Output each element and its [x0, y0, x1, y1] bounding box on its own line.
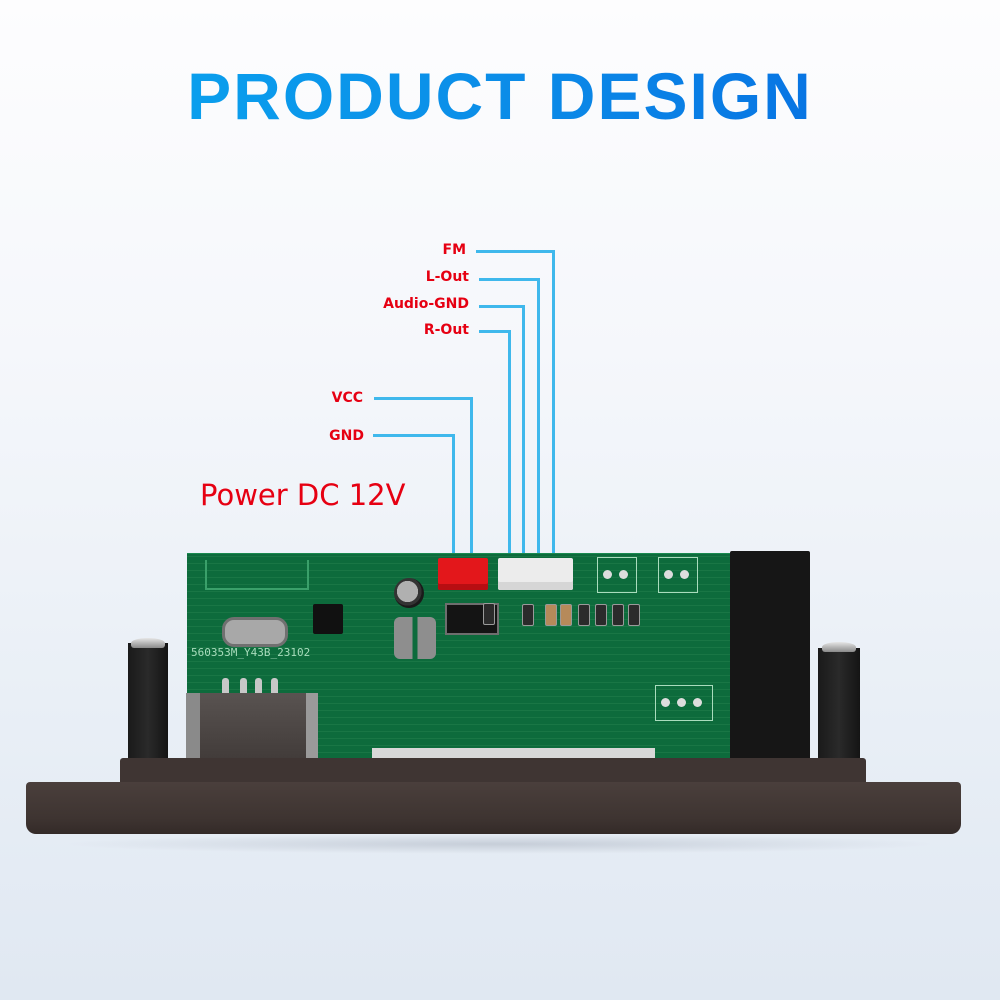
- leader-line-gnd-h: [373, 434, 455, 437]
- front-panel-top: [120, 758, 866, 786]
- audio-connector-white: [498, 558, 573, 590]
- usb-pin: [271, 678, 278, 696]
- leader-line-vcc-h: [374, 397, 473, 400]
- label-vcc: VCC: [331, 390, 363, 406]
- leader-line-l-out-v: [537, 278, 540, 568]
- speaker-pad-1: [597, 557, 637, 593]
- page-title: PRODUCT DESIGN: [0, 58, 1000, 134]
- smd-component: [522, 604, 534, 626]
- bluetooth-antenna-trace: [205, 560, 309, 590]
- bluetooth-chip: [313, 604, 343, 634]
- front-panel-bezel: [26, 782, 961, 834]
- label-fm: FM: [442, 242, 467, 258]
- leader-line-audio-gnd-v: [522, 305, 525, 568]
- label-r-out: R-Out: [423, 322, 469, 338]
- screw-right-icon: [822, 642, 856, 652]
- smd-component: [545, 604, 557, 626]
- usb-pin: [255, 678, 262, 696]
- leader-line-fm-v: [552, 250, 555, 568]
- label-gnd: GND: [329, 428, 364, 444]
- smd-component: [595, 604, 607, 626]
- leader-line-gnd-v: [452, 434, 455, 568]
- leader-line-r-out-v: [508, 330, 511, 568]
- product-shadow: [60, 834, 940, 854]
- smd-component: [483, 603, 495, 625]
- mounting-post-right: [818, 648, 860, 762]
- electrolytic-capacitor: [394, 578, 424, 608]
- leader-line-audio-gnd-h: [479, 305, 525, 308]
- leader-line-r-out-h: [479, 330, 511, 333]
- usb-pin: [240, 678, 247, 696]
- smd-component: [612, 604, 624, 626]
- label-l-out: L-Out: [425, 269, 469, 285]
- smd-component: [578, 604, 590, 626]
- sd-card-slot: [372, 748, 655, 760]
- smd-component: [560, 604, 572, 626]
- power-connector-red: [438, 558, 488, 590]
- smd-component: [628, 604, 640, 626]
- leader-line-vcc-v: [470, 397, 473, 568]
- mounting-post-left: [128, 643, 168, 761]
- usb-pin: [222, 678, 229, 696]
- speaker-pad-2: [658, 557, 698, 593]
- inductor: [394, 617, 436, 659]
- usb-port: [186, 693, 318, 770]
- power-caption: Power DC 12V: [200, 478, 406, 512]
- screw-left-icon: [131, 638, 165, 648]
- leader-line-l-out-h: [479, 278, 540, 281]
- ir-pad: [655, 685, 713, 721]
- pcb-silkscreen: 560353M_Y43B_23102: [191, 646, 311, 659]
- crystal-oscillator: [222, 617, 288, 647]
- leader-line-fm-h: [476, 250, 555, 253]
- label-audio-gnd: Audio-GND: [383, 296, 469, 312]
- aux-jack: [730, 551, 810, 766]
